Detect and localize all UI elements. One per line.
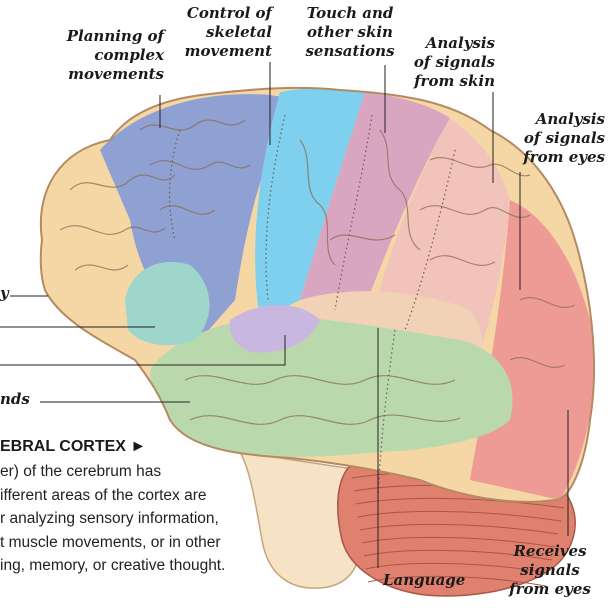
- caption-line: ing, memory, or creative thought.: [0, 557, 226, 574]
- label-planning-line3: movements: [68, 65, 164, 83]
- caption-line: t muscle movements, or in other: [0, 533, 221, 551]
- somatosensory-region: [300, 92, 450, 320]
- auditory-region: [229, 305, 320, 353]
- label-planning-line2: complex: [94, 46, 164, 64]
- label-touch-line1: Touch and: [306, 4, 394, 22]
- cerebellum-fold-line: [355, 497, 565, 509]
- caption-body: er) of the cerebrum has ifferent areas o…: [0, 460, 320, 578]
- brain-outline: [39, 86, 596, 503]
- label-touch-line3: sensations: [305, 42, 395, 60]
- label-analysis-skin-line1: Analysis: [425, 34, 495, 52]
- caption-title: EBRAL CORTEX ►: [0, 438, 147, 455]
- label-touch: Touch and other skin sensations: [290, 4, 410, 61]
- label-analysis-eyes-line2: of signals: [523, 129, 605, 147]
- label-receives-line3: from eyes: [509, 580, 591, 598]
- label-control: Control of skeletal movement: [160, 4, 272, 61]
- broca-region: [125, 261, 210, 346]
- label-analysis-eyes-line1: Analysis: [535, 110, 605, 128]
- label-language: Language: [383, 571, 466, 589]
- label-control-line2: skeletal: [206, 23, 272, 41]
- label-control-line3: movement: [184, 42, 272, 60]
- label-touch-line2: other skin: [307, 23, 393, 41]
- motor-cortex-region: [255, 88, 365, 320]
- cerebellum-fold-line: [361, 536, 556, 548]
- label-cut-nds: nds: [0, 390, 30, 408]
- label-analysis-skin-line3: from skin: [414, 72, 495, 90]
- caption-line: er) of the cerebrum has: [0, 463, 162, 480]
- label-cut-y: y: [0, 284, 9, 302]
- caption-line: r analyzing sensory information,: [0, 510, 219, 527]
- leader-lines: [0, 62, 569, 568]
- cerebellum-fold-line: [363, 549, 553, 561]
- cerebellum-fold-line: [359, 523, 559, 535]
- label-analysis-eyes: Analysis of signals from eyes: [505, 110, 605, 167]
- label-planning: Planning of complex movements: [40, 27, 164, 84]
- cerebellum-fold-line: [367, 575, 547, 587]
- cerebellum-fold-line: [365, 562, 550, 574]
- brainstem: [238, 451, 361, 589]
- region-boundaries: [168, 114, 456, 501]
- cerebellum-fold-line: [357, 510, 562, 522]
- label-control-line1: Control of: [186, 4, 272, 22]
- gyri-lines: [59, 119, 576, 425]
- label-receives-line1: Receives: [513, 542, 587, 560]
- label-planning-line1: Planning of: [66, 27, 164, 45]
- label-receives: Receives signals from eyes: [495, 542, 605, 599]
- caption-line: ifferent areas of the cortex are: [0, 486, 207, 504]
- label-analysis-eyes-line3: from eyes: [523, 148, 605, 166]
- label-receives-line2: signals: [520, 561, 580, 579]
- label-analysis-skin: Analysis of signals from skin: [405, 34, 495, 91]
- label-analysis-skin-line2: of signals: [413, 53, 495, 71]
